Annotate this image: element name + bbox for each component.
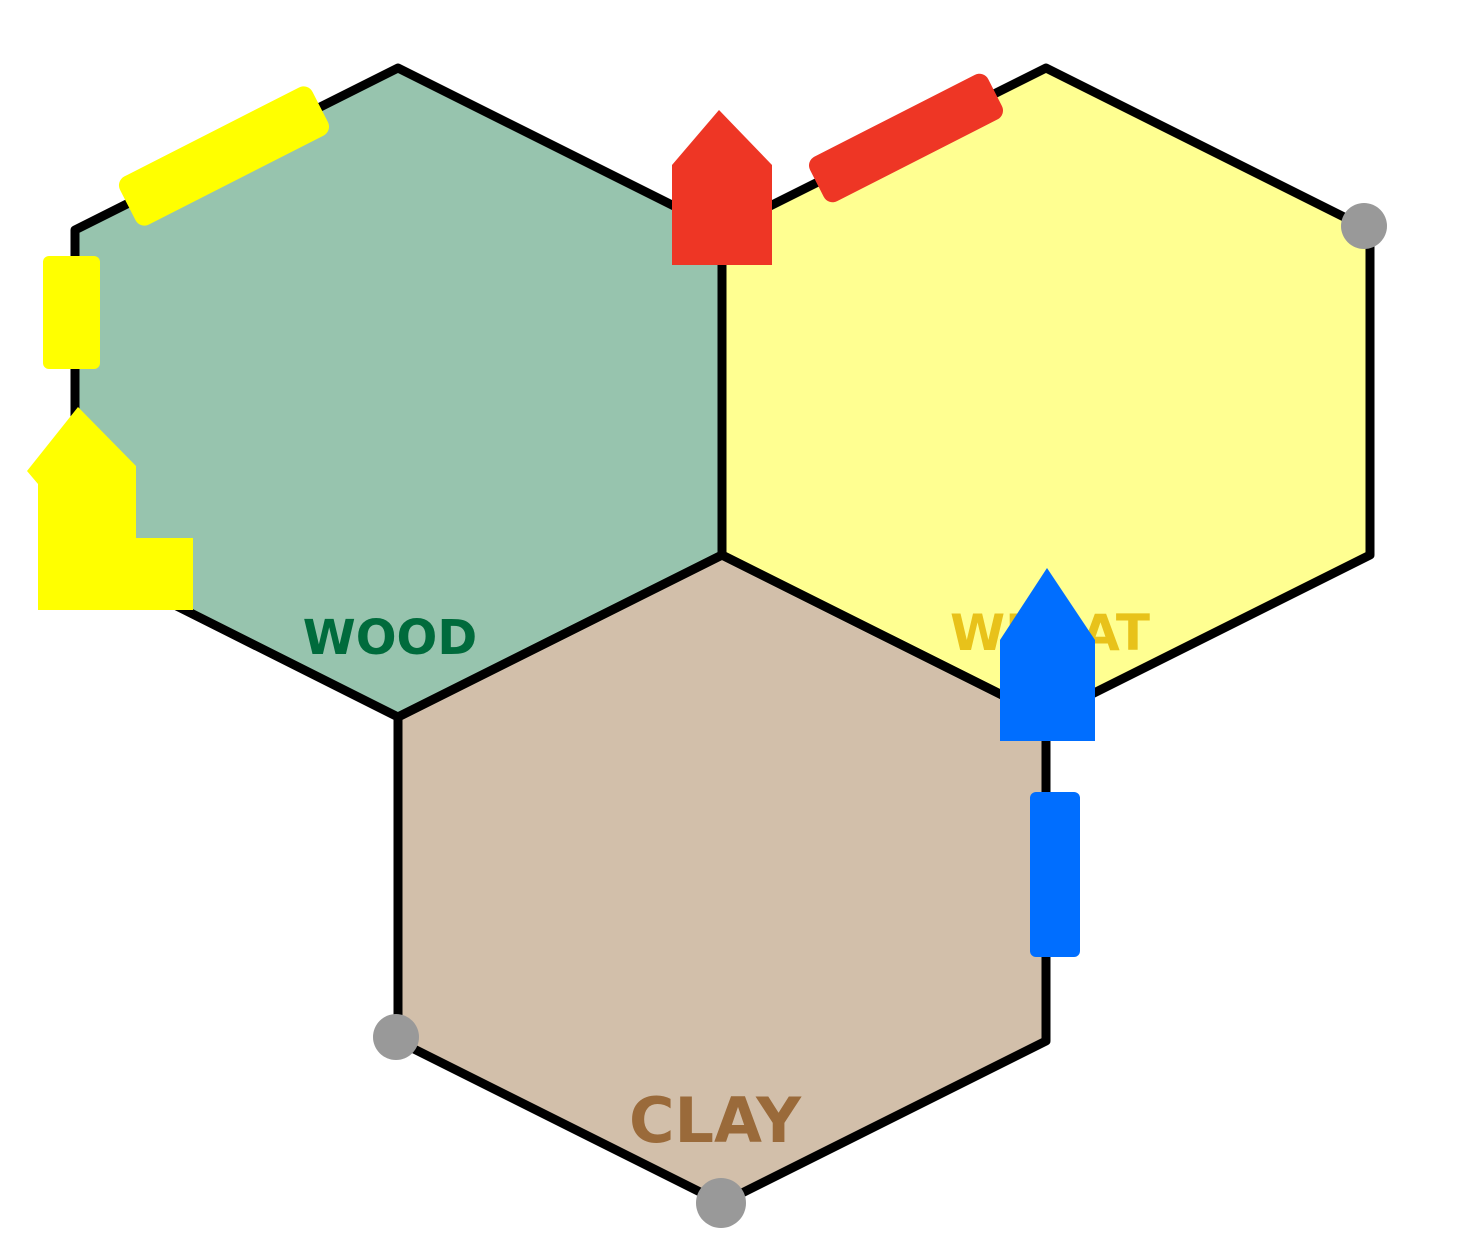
yellow-road[interactable]	[116, 83, 333, 229]
blue-road[interactable]	[1030, 792, 1080, 957]
empty-vertex-marker[interactable]	[696, 1178, 746, 1228]
yellow-city[interactable]	[27, 407, 193, 610]
clay-tile	[398, 555, 1046, 1203]
wood-tile	[75, 68, 722, 717]
empty-vertex-marker[interactable]	[1341, 203, 1387, 249]
red-settlement[interactable]	[672, 110, 772, 265]
yellow-road[interactable]	[43, 256, 100, 369]
wheat-tile	[722, 68, 1370, 717]
blue-settlement[interactable]	[1000, 568, 1095, 741]
wood-label: WOOD	[303, 610, 477, 666]
clay-label: CLAY	[629, 1084, 802, 1157]
red-road[interactable]	[806, 70, 1007, 205]
empty-vertex-marker[interactable]	[373, 1014, 419, 1060]
